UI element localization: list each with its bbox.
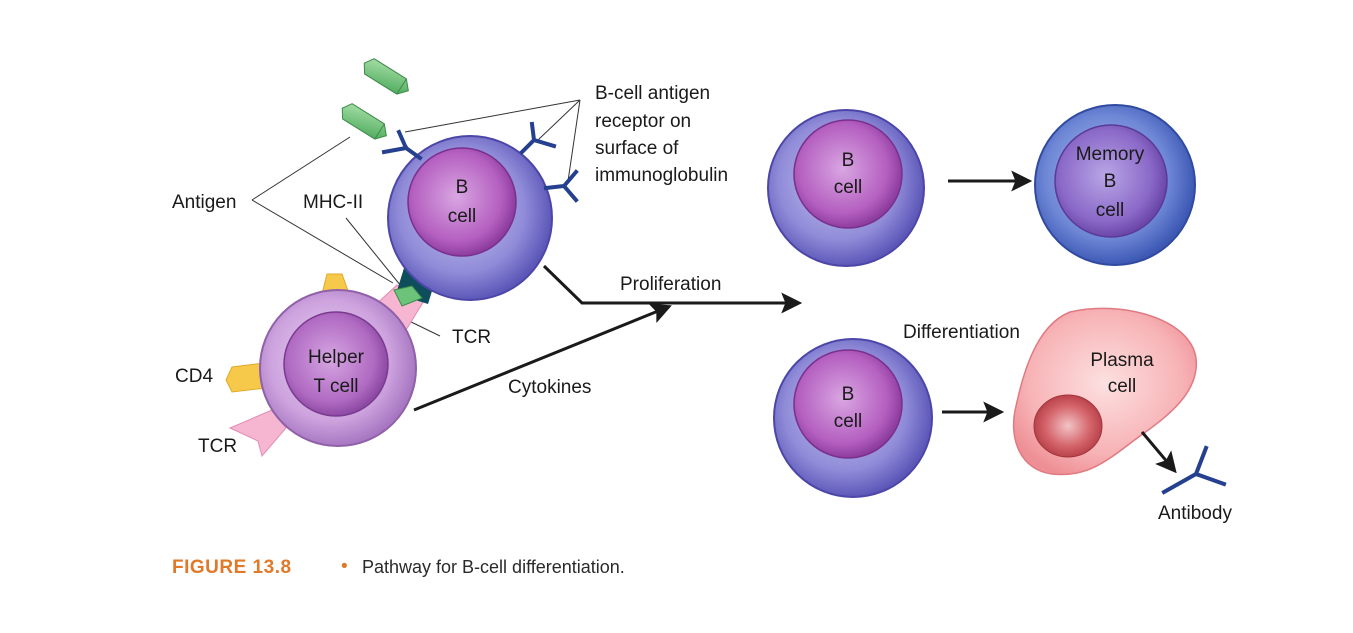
cd4-label: CD4 <box>175 366 213 387</box>
helper-t-label-line2: T cell <box>313 376 358 397</box>
bcr-receptor-icon <box>381 129 423 161</box>
receptor-label-line4: immunoglobulin <box>595 165 728 186</box>
plasma-label-line1: Plasma <box>1090 350 1154 371</box>
mhc-ii-label: MHC-II <box>303 192 363 213</box>
cytokines-arrow <box>413 303 672 412</box>
plasma-label-line2: cell <box>1108 376 1137 397</box>
receptor-label-line3: surface of <box>595 138 679 159</box>
cytokines-label: Cytokines <box>508 377 591 398</box>
proliferation-arrow <box>542 264 803 314</box>
b-cell-label-line1: B <box>456 177 469 198</box>
leader-lines <box>251 99 581 337</box>
bcr-receptor-icon <box>519 121 557 155</box>
b-cell-3-label-line1: B <box>842 384 855 405</box>
figure-number: FIGURE 13.8 <box>172 557 292 578</box>
tcr-label-left: TCR <box>198 436 237 457</box>
helper-t-cell <box>259 289 417 447</box>
b-cell-2-label-line2: cell <box>834 177 863 198</box>
memory-b-cell <box>1034 104 1196 266</box>
antibody-label: Antibody <box>1158 503 1232 524</box>
to-antibody-arrow <box>1140 431 1177 474</box>
b-cell-proliferating <box>767 109 925 267</box>
bcr-receptor-icon <box>543 169 579 203</box>
memory-label-line2: B <box>1104 171 1117 192</box>
receptor-label-line2: receptor on <box>595 111 691 132</box>
plasma-cell <box>1012 307 1197 476</box>
receptor-label-line1: B-cell antigen <box>595 83 710 104</box>
memory-label-line3: cell <box>1096 200 1125 221</box>
memory-label-line1: Memory <box>1076 144 1145 165</box>
differentiation-label: Differentiation <box>903 322 1020 343</box>
b-cell-activated <box>387 135 553 301</box>
presented-antigen-icon <box>393 285 423 307</box>
antibody-icon <box>1161 445 1227 495</box>
b-cell-differentiating <box>773 338 933 498</box>
proliferation-label: Proliferation <box>620 274 721 295</box>
antigen-icon <box>363 58 409 95</box>
figure-caption: Pathway for B-cell differentiation. <box>362 557 625 577</box>
helper-t-label-line1: Helper <box>308 347 365 368</box>
b-cell-2-label-line1: B <box>842 150 855 171</box>
b-cell-label-line2: cell <box>448 206 477 227</box>
antigen-icon <box>341 103 387 140</box>
tcr-label-top: TCR <box>452 327 491 348</box>
antigen-label: Antigen <box>172 192 236 213</box>
caption-bullet: • <box>341 556 348 577</box>
b-cell-3-label-line2: cell <box>834 411 863 432</box>
